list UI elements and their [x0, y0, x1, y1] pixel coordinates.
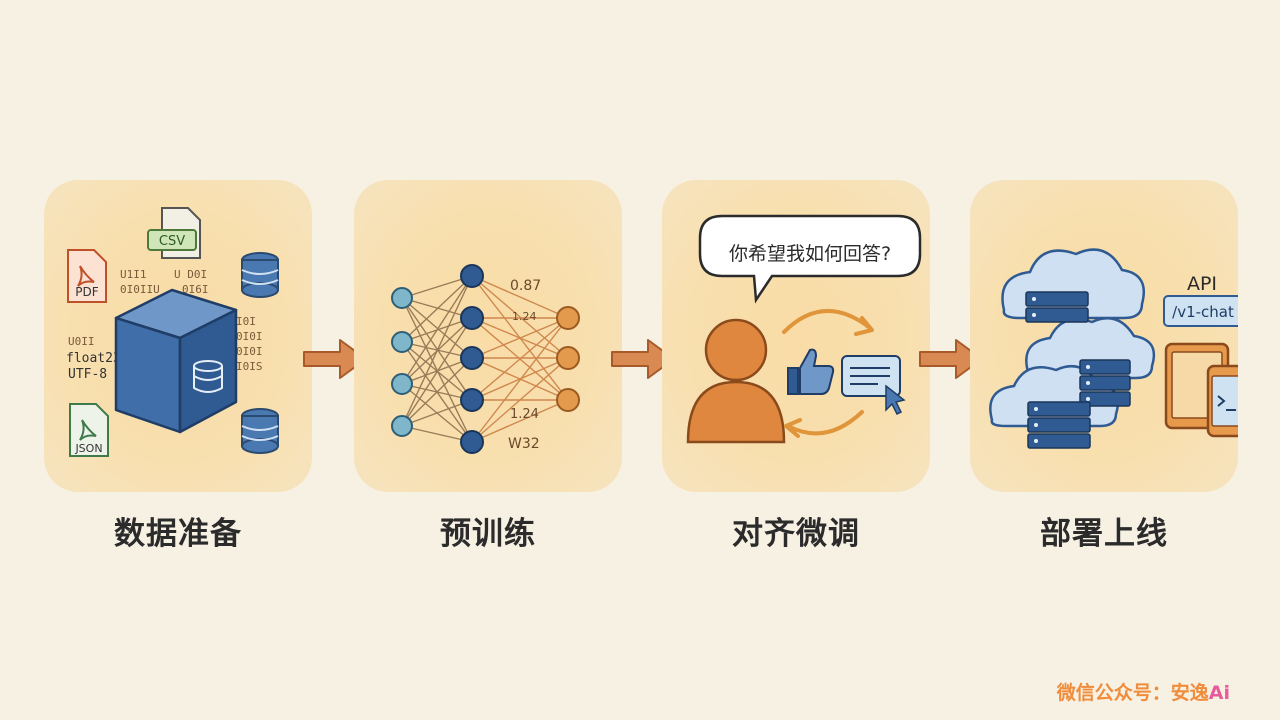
binary-noise: U1I1 U D0I 0I0IIU 0I6I I0I 0I0I 0I0I I0I…	[68, 268, 263, 373]
arrow-right-icon	[303, 339, 367, 379]
cursor-icon	[885, 384, 906, 416]
stage-alignment: 你希望我如何回答?	[662, 180, 930, 492]
watermark-prefix: 微信公众号：安逸	[1056, 682, 1209, 704]
stage-data-preparation: CSV PDF JSON U1I1 U D0I 0I0IIU 0I6I I0I	[44, 180, 312, 492]
stage-title-deployment: 部署上线	[1040, 516, 1168, 552]
alignment-illustration: 你希望我如何回答?	[686, 214, 922, 444]
svg-text:0I0IIU: 0I0IIU	[120, 283, 160, 296]
arrow-right-icon-2	[611, 339, 675, 379]
svg-text:0I6I: 0I6I	[182, 283, 209, 296]
svg-text:I0IS: I0IS	[236, 360, 263, 373]
svg-text:U0II: U0II	[68, 335, 95, 348]
phone-icon	[1206, 364, 1238, 438]
json-file-icon: JSON	[69, 403, 109, 457]
weight-label-1: 0.87	[510, 278, 541, 294]
endpoint-badge: /v1-chat	[1163, 295, 1238, 327]
deployment-illustration: API /v1-chat	[989, 248, 1238, 449]
database-icon	[241, 252, 279, 298]
cloud-server-icon	[989, 248, 1156, 449]
neural-network-icon	[391, 264, 580, 454]
watermark-accent: Ai	[1208, 682, 1230, 704]
snippet-utf8: UTF-8	[68, 367, 107, 382]
weight-label-w: W32	[508, 436, 540, 452]
thumbs-up-icon	[787, 348, 835, 395]
endpoint-label: /v1-chat	[1172, 303, 1234, 321]
database-icon-2	[241, 408, 279, 454]
server-cube-icon	[114, 288, 238, 434]
pretraining-illustration: 0.87 1.24 1.24 W32	[391, 264, 580, 454]
watermark: 微信公众号：安逸Ai	[1057, 678, 1230, 705]
speech-bubble: 你希望我如何回答?	[698, 214, 922, 304]
svg-text:0I0I: 0I0I	[236, 330, 263, 343]
data-preparation-illustration: CSV PDF JSON U1I1 U D0I 0I0IIU 0I6I I0I	[66, 207, 279, 457]
stage-title-pretraining: 预训练	[440, 516, 536, 552]
json-label: JSON	[74, 442, 102, 455]
stage-pretraining: 0.87 1.24 1.24 W32	[354, 180, 622, 492]
cycle-arrows-icon	[782, 308, 874, 438]
stage-title-data-preparation: 数据准备	[114, 516, 242, 552]
weight-label-2: 1.24	[512, 310, 537, 323]
svg-text:U1I1: U1I1	[120, 268, 147, 281]
stage-title-alignment: 对齐微调	[732, 516, 860, 552]
csv-label: CSV	[159, 234, 185, 249]
person-icon	[686, 318, 786, 444]
svg-text:I0I: I0I	[236, 315, 256, 328]
arrow-right-icon-3	[919, 339, 983, 379]
speech-bubble-text: 你希望我如何回答?	[729, 243, 891, 265]
api-label: API	[1187, 273, 1217, 295]
snippet-float: float23	[66, 351, 121, 366]
stage-deployment: API /v1-chat	[970, 180, 1238, 492]
pdf-file-icon: PDF	[67, 249, 107, 303]
pdf-label: PDF	[75, 285, 98, 299]
weight-label-3: 1.24	[510, 407, 539, 422]
svg-text:U D0I: U D0I	[174, 268, 207, 281]
csv-file-icon: CSV	[147, 207, 201, 259]
svg-text:0I0I: 0I0I	[236, 345, 263, 358]
